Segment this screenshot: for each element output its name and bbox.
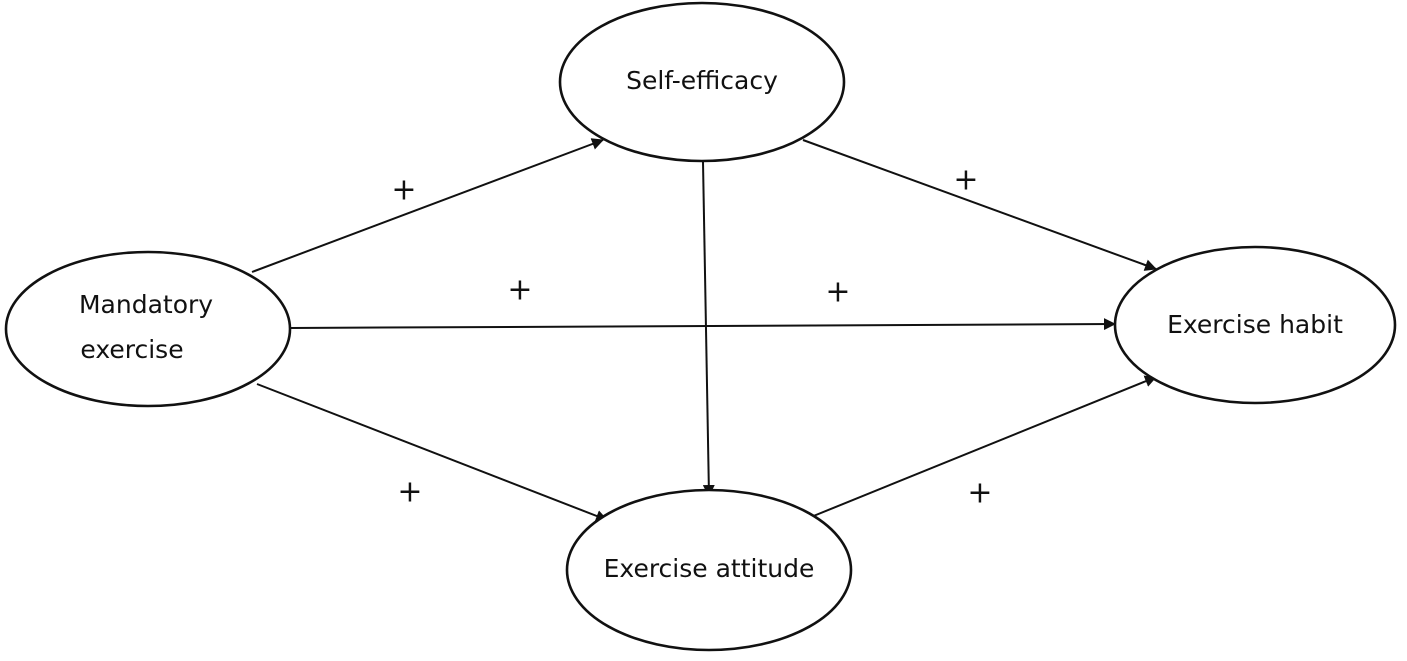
exercise-attitude-label: Exercise attitude xyxy=(604,554,815,583)
sign-label-mandatory-to-self-efficacy: + xyxy=(391,173,416,208)
mandatory-exercise-label-line2: exercise xyxy=(80,335,183,364)
exercise-attitude-ellipse xyxy=(565,488,853,652)
sign-label-mandatory-to-habit-left: + xyxy=(507,273,532,308)
mandatory-exercise-label: Mandatory exercise xyxy=(79,290,221,364)
node-mandatory-exercise: Mandatory exercise xyxy=(4,250,292,408)
self-efficacy-ellipse xyxy=(558,1,846,163)
edge-mandatory-to-self-efficacy xyxy=(251,138,604,273)
node-exercise-habit: Exercise habit xyxy=(1113,245,1397,405)
sign-label-mandatory-to-habit-right: + xyxy=(825,275,850,310)
exercise-habit-label: Exercise habit xyxy=(1167,310,1343,339)
mandatory-exercise-label-line1: Mandatory xyxy=(79,290,213,319)
node-exercise-attitude: Exercise attitude xyxy=(565,488,853,652)
node-self-efficacy: Self-efficacy xyxy=(558,1,846,163)
edge-mandatory-to-attitude xyxy=(256,383,608,522)
self-efficacy-label: Self-efficacy xyxy=(626,66,778,95)
edge-attitude-to-habit xyxy=(810,375,1157,518)
exercise-habit-ellipse xyxy=(1113,245,1397,405)
sign-label-mandatory-to-attitude: + xyxy=(397,475,422,510)
sign-label-self-efficacy-to-habit: + xyxy=(953,163,978,198)
edge-self-efficacy-to-attitude xyxy=(702,161,715,497)
edge-self-efficacy-to-habit xyxy=(802,139,1157,271)
edge-mandatory-to-habit xyxy=(289,318,1116,331)
sign-label-attitude-to-habit: + xyxy=(967,476,992,511)
mandatory-exercise-ellipse xyxy=(4,250,292,408)
